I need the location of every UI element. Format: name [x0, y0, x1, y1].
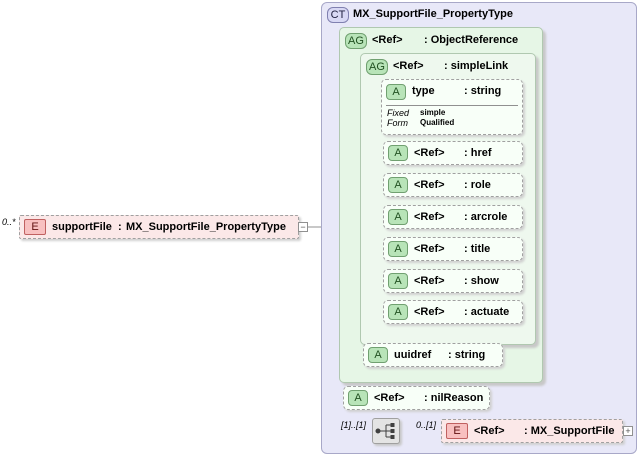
attribute-badge: A: [388, 273, 408, 289]
attribute-ref-title[interactable]: A <Ref> : title: [383, 237, 523, 261]
attribute-ref-name: : show: [464, 275, 499, 287]
attribute-ref: <Ref>: [414, 306, 445, 318]
attribute-ref-name: : actuate: [464, 306, 510, 318]
attribute-ref-name: : arcrole: [464, 211, 508, 223]
objectreference-ref: <Ref>: [372, 34, 403, 46]
attribute-badge: A: [386, 84, 406, 100]
form-label: Form: [387, 118, 408, 128]
attribute-ref-actuate[interactable]: A <Ref> : actuate: [383, 300, 523, 324]
root-element-type: MX_SupportFile_PropertyType: [126, 221, 286, 233]
attribute-badge: A: [388, 304, 408, 320]
attribute-type[interactable]: A type : string Fixed simple Form Qualif…: [381, 79, 523, 135]
attribute-group-badge: AG: [345, 33, 367, 49]
sequence-compositor[interactable]: [372, 418, 400, 444]
sequence-occurrence: [1]..[1]: [341, 420, 367, 430]
expand-toggle-icon[interactable]: +: [623, 426, 633, 436]
fixed-label: Fixed: [387, 108, 410, 118]
attribute-name: uuidref: [394, 349, 432, 361]
simplelink-ref: <Ref>: [393, 60, 424, 72]
attribute-ref-name: : role: [464, 179, 491, 191]
fixed-value: simple: [420, 108, 446, 117]
objectreference-type: : ObjectReference: [424, 34, 519, 46]
attribute-ref: <Ref>: [374, 392, 405, 404]
attribute-badge: A: [388, 209, 408, 225]
facet-divider: [386, 105, 518, 106]
element-ref-type: : MX_SupportFile: [524, 425, 615, 437]
complex-type-name: MX_SupportFile_PropertyType: [353, 8, 513, 20]
attribute-badge: A: [388, 145, 408, 161]
attribute-ref: <Ref>: [414, 147, 445, 159]
attribute-ref-arcrole[interactable]: A <Ref> : arcrole: [383, 205, 523, 229]
attribute-type-value: : string: [464, 85, 502, 97]
attribute-badge: A: [348, 390, 368, 406]
attribute-uuidref[interactable]: A uuidref : string: [363, 343, 503, 367]
attribute-ref: <Ref>: [414, 275, 445, 287]
element-badge: E: [446, 423, 468, 439]
attribute-group-badge: AG: [366, 59, 388, 75]
attribute-ref-nilreason[interactable]: A <Ref> : nilReason: [343, 386, 490, 410]
root-element-supportFile[interactable]: E supportFile : MX_SupportFile_PropertyT…: [19, 215, 299, 239]
attribute-badge: A: [368, 347, 388, 363]
attribute-badge: A: [388, 177, 408, 193]
attribute-ref: <Ref>: [414, 211, 445, 223]
attribute-ref-name: : href: [464, 147, 492, 159]
complex-type-badge: CT: [327, 7, 349, 23]
attribute-ref: <Ref>: [414, 243, 445, 255]
type-separator: :: [118, 221, 122, 233]
sequence-icon: [375, 423, 395, 439]
attribute-ref: <Ref>: [414, 179, 445, 191]
element-ref: <Ref>: [474, 425, 505, 437]
attribute-ref-name: : title: [464, 243, 491, 255]
root-occurrence: 0..*: [2, 217, 16, 227]
attribute-ref-href[interactable]: A <Ref> : href: [383, 141, 523, 165]
attribute-ref-role[interactable]: A <Ref> : role: [383, 173, 523, 197]
element-badge: E: [24, 219, 46, 235]
attribute-ref-show[interactable]: A <Ref> : show: [383, 269, 523, 293]
attribute-type-value: : string: [448, 349, 486, 361]
collapse-toggle-icon[interactable]: −: [298, 222, 308, 232]
element-ref-mx-supportfile[interactable]: E <Ref> : MX_SupportFile: [441, 419, 623, 443]
root-element-name: supportFile: [52, 221, 112, 233]
child-occurrence: 0..[1]: [416, 420, 437, 430]
attribute-badge: A: [388, 241, 408, 257]
attribute-ref-type: : nilReason: [424, 392, 484, 404]
simplelink-type: : simpleLink: [444, 60, 509, 72]
attribute-name: type: [412, 85, 435, 97]
form-value: Qualified: [420, 118, 455, 127]
